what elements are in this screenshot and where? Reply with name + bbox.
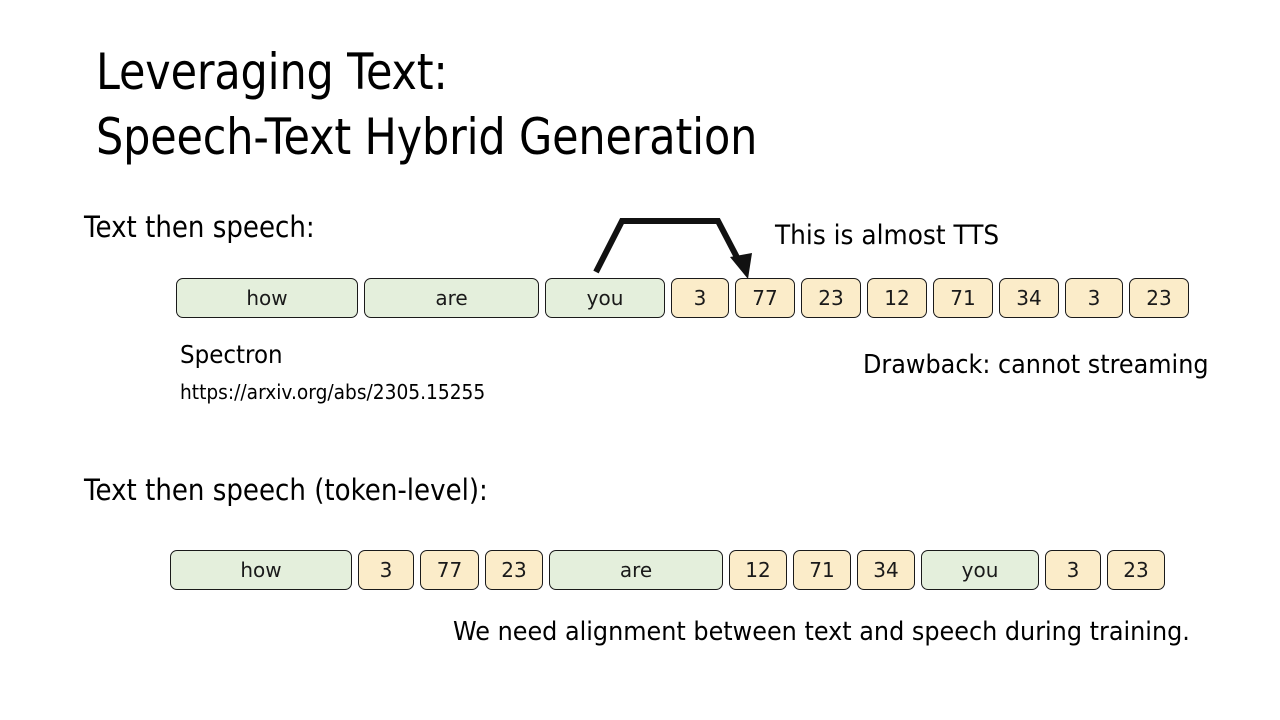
sequence-two-audio-token: 3 — [1045, 550, 1101, 590]
sequence-one-text-token: how — [176, 278, 358, 318]
slide-title: Leveraging Text: Speech-Text Hybrid Gene… — [96, 43, 758, 166]
section-label-token-level: Text then speech (token-level): — [84, 473, 488, 507]
sequence-two-audio-token: 23 — [1107, 550, 1165, 590]
sequence-two-text-token: how — [170, 550, 352, 590]
sequence-one-audio-token: 23 — [801, 278, 861, 318]
sequence-two-audio-token: 71 — [793, 550, 851, 590]
annotation-alignment: We need alignment between text and speec… — [453, 617, 1190, 647]
citation-name: Spectron — [180, 340, 283, 369]
sequence-one-audio-token: 77 — [735, 278, 795, 318]
sequence-two-text-token: are — [549, 550, 723, 590]
sequence-one-audio-token: 3 — [1065, 278, 1123, 318]
sequence-one-audio-token: 12 — [867, 278, 927, 318]
section-label-text-then-speech: Text then speech: — [84, 210, 315, 244]
sequence-one-text-token: you — [545, 278, 665, 318]
sequence-two-text-token: you — [921, 550, 1039, 590]
hop-arrow-icon — [593, 218, 752, 279]
sequence-two-audio-token: 23 — [485, 550, 543, 590]
sequence-two-audio-token: 77 — [420, 550, 479, 590]
sequence-two-audio-token: 3 — [358, 550, 414, 590]
annotation-almost-tts: This is almost TTS — [775, 220, 1000, 251]
sequence-two-audio-token: 12 — [729, 550, 787, 590]
sequence-two-audio-token: 34 — [857, 550, 915, 590]
sequence-one-text-token: are — [364, 278, 539, 318]
sequence-one-audio-token: 23 — [1129, 278, 1189, 318]
annotation-drawback: Drawback: cannot streaming — [863, 350, 1209, 380]
citation-url[interactable]: https://arxiv.org/abs/2305.15255 — [180, 380, 486, 404]
sequence-one-audio-token: 34 — [999, 278, 1059, 318]
sequence-one-audio-token: 3 — [671, 278, 729, 318]
sequence-one-audio-token: 71 — [933, 278, 993, 318]
